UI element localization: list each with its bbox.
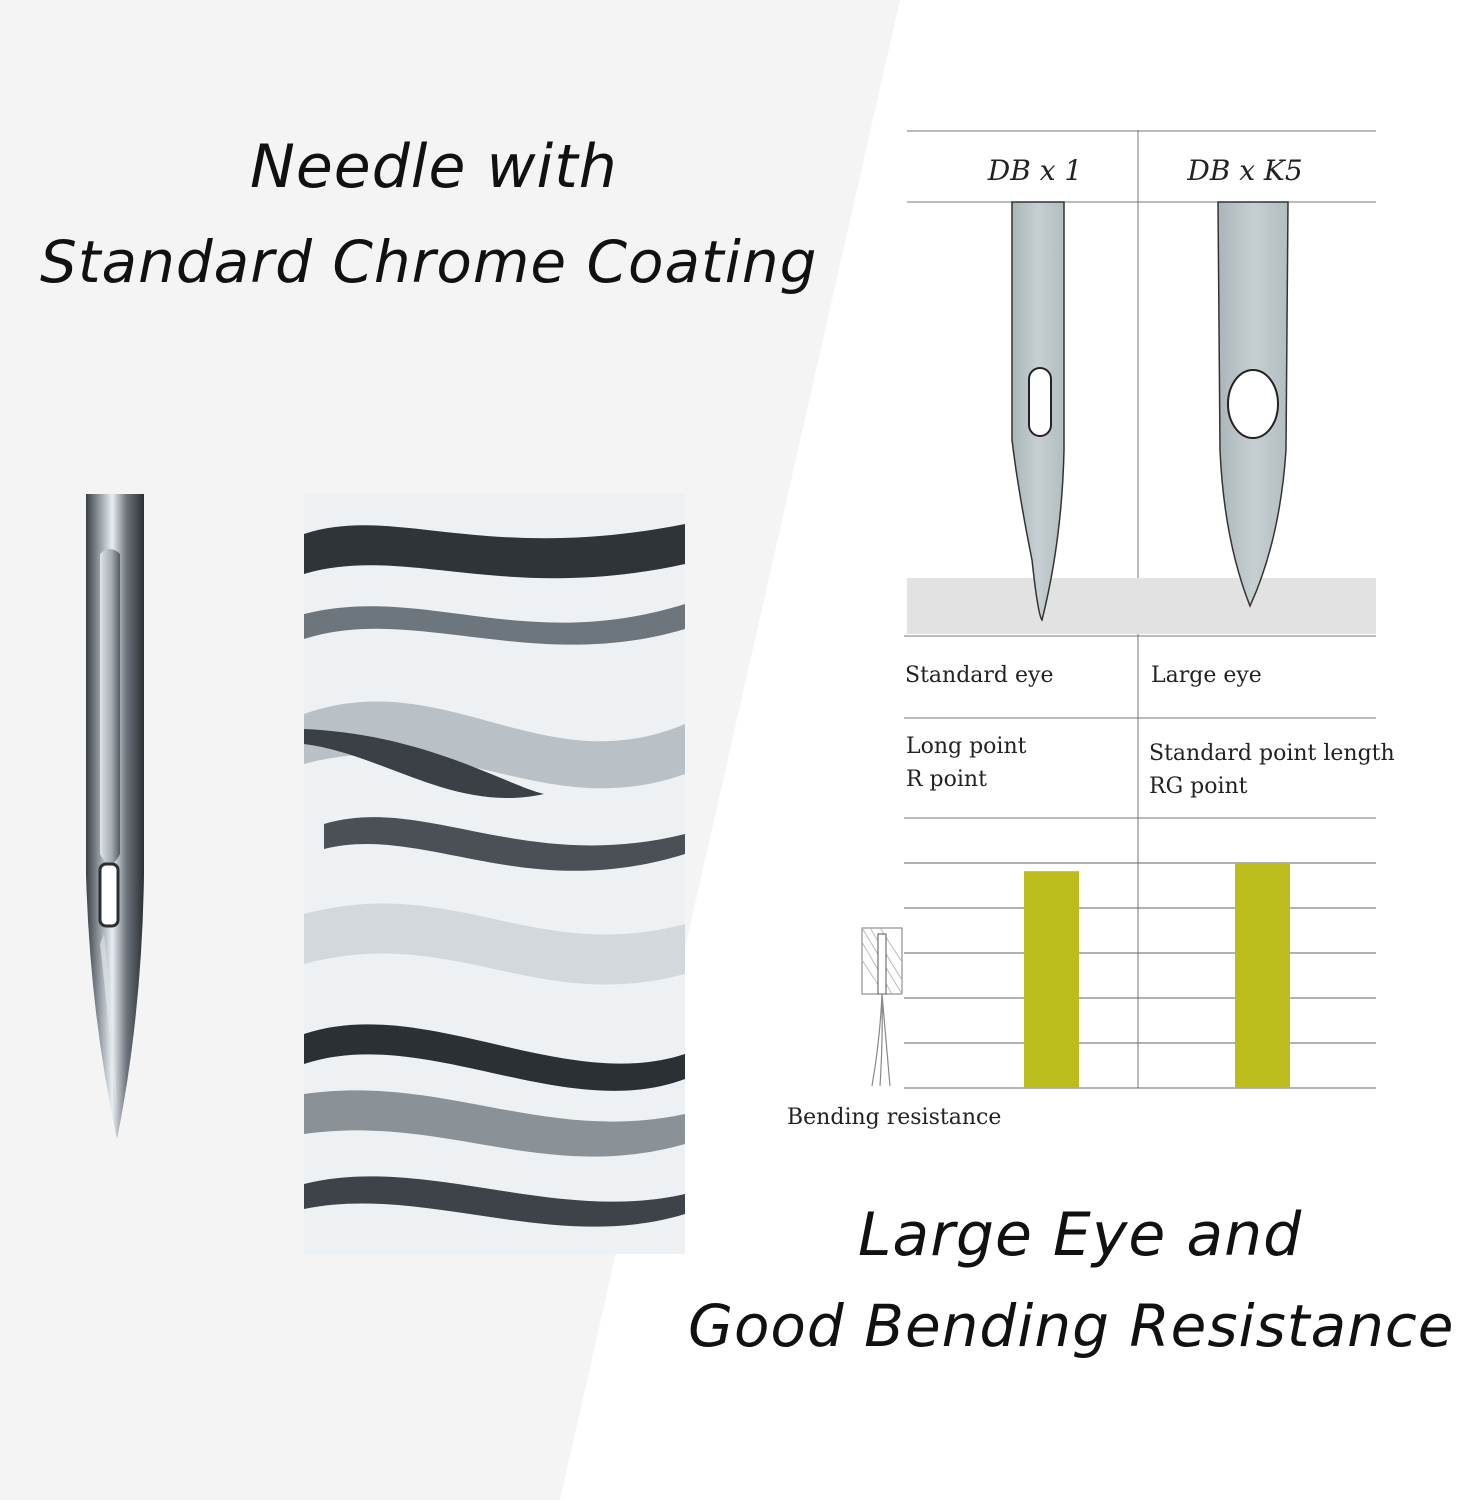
needle-db-x-k5-illustration bbox=[1217, 201, 1289, 608]
needle-comparison-chart: DB x 1 DB x K5 Standard eye Large eye Lo… bbox=[787, 130, 1395, 1130]
right-title-line-1: Large Eye and bbox=[858, 1200, 1303, 1270]
bar-db-x-1 bbox=[1024, 871, 1079, 1088]
needle-closeup-illustration bbox=[86, 494, 144, 1139]
bending-chart-grid bbox=[904, 862, 1376, 1089]
point-length-db-x-1: Long point bbox=[906, 734, 1027, 759]
point-type-db-x-k5: RG point bbox=[1149, 774, 1248, 799]
left-title-line-2: Standard Chrome Coating bbox=[40, 228, 818, 296]
point-type-db-x-1: R point bbox=[906, 767, 987, 792]
left-title-line-1: Needle with bbox=[250, 132, 618, 202]
column-header-db-x-1: DB x 1 bbox=[987, 154, 1082, 187]
bar-db-x-k5 bbox=[1235, 863, 1290, 1088]
needle-eye-large bbox=[1227, 369, 1279, 439]
needle-eye-standard bbox=[1028, 367, 1052, 437]
column-header-db-x-k5: DB x K5 bbox=[1186, 154, 1302, 187]
point-length-db-x-k5: Standard point length bbox=[1149, 741, 1395, 766]
chrome-coating-texture bbox=[304, 494, 685, 1254]
bending-test-icon bbox=[861, 927, 903, 1087]
bending-resistance-label: Bending resistance bbox=[787, 1105, 1001, 1130]
right-title-line-2: Good Bending Resistance bbox=[688, 1292, 1455, 1360]
eye-cell-db-x-1: Standard eye bbox=[905, 663, 1053, 688]
eye-cell-db-x-k5: Large eye bbox=[1151, 663, 1262, 688]
fabric-band bbox=[907, 578, 1376, 634]
needle-db-x-1-illustration bbox=[1011, 201, 1065, 622]
bending-chart-bars bbox=[1024, 863, 1290, 1088]
